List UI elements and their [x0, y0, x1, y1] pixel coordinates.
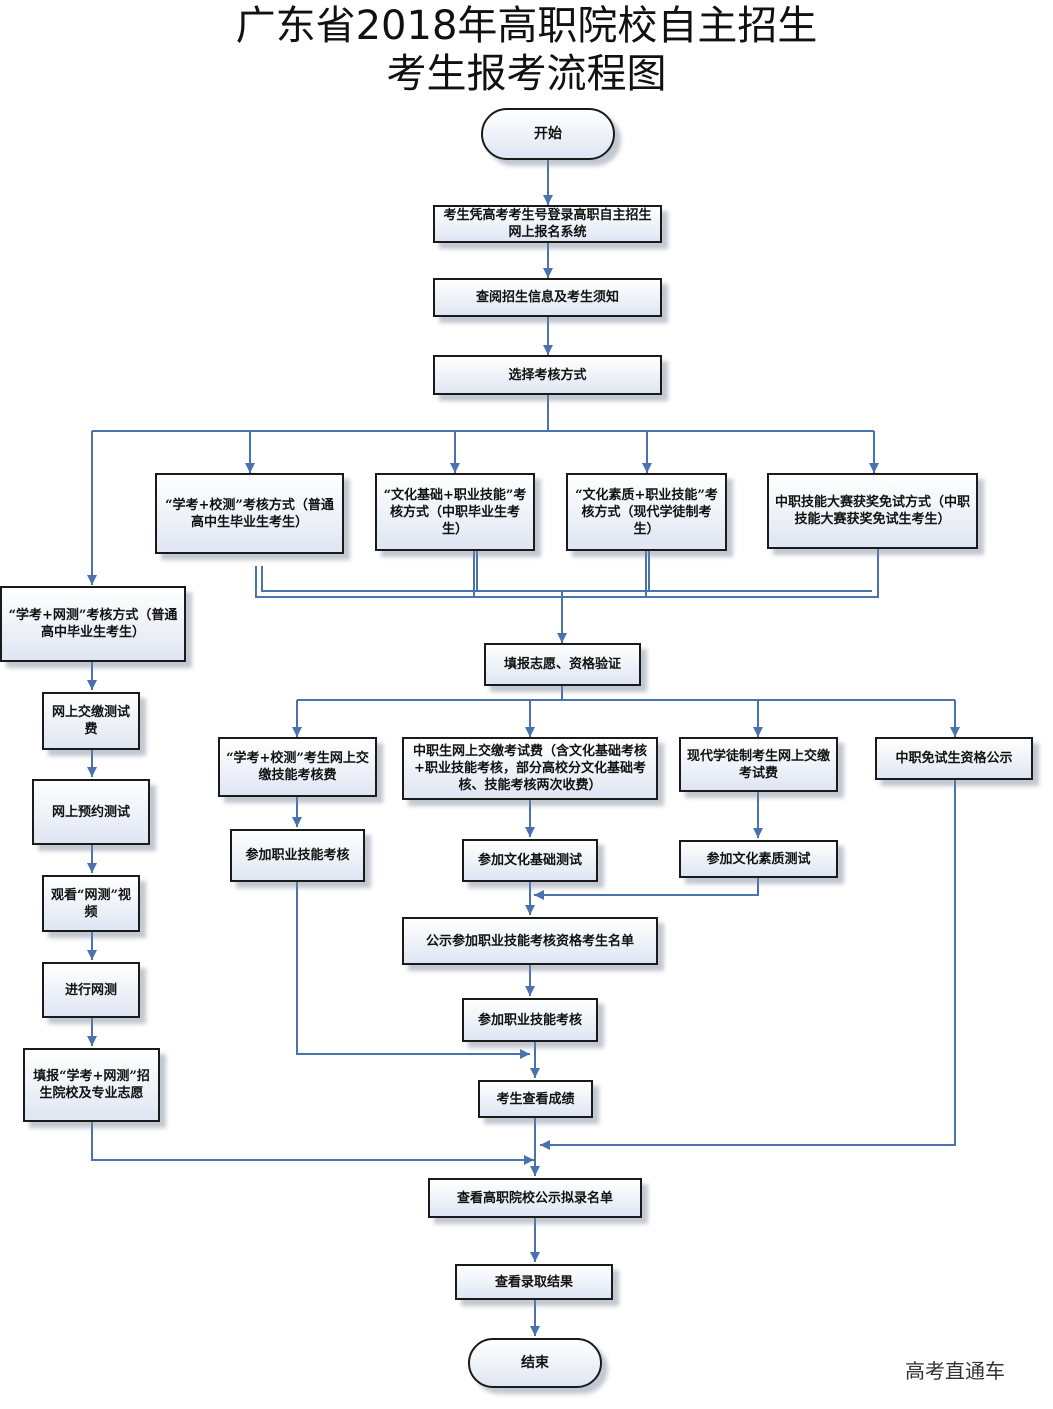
- wc-apply-node: 填报“学考+网测”招生院校及专业志愿: [23, 1048, 160, 1122]
- join-quality-node: 参加文化素质测试: [679, 840, 838, 878]
- wc-test-node: 进行网测: [42, 962, 140, 1018]
- watermark-text: 高考直通车: [905, 1359, 1005, 1383]
- check-result-node: 查看录取结果: [455, 1264, 613, 1300]
- method-culture-skill-node: “文化基础+职业技能”考核方式（中职毕业生考生）: [375, 473, 535, 551]
- pay-skill-node: “学考+校测”考生网上交缴技能考核费: [218, 737, 377, 797]
- read-info-node: 查阅招生信息及考生须知: [433, 278, 662, 317]
- chart-title: 广东省2018年高职院校自主招生 考生报考流程图: [0, 2, 1053, 98]
- notice-list-node: 公示参加职业技能考核资格考生名单: [402, 917, 658, 965]
- pay-zhongzhi-node: 中职生网上交缴考试费（含文化基础考核+职业技能考核，部分高校分文化基础考核、技能…: [402, 737, 658, 800]
- title-line-1: 广东省2018年高职院校自主招生: [235, 3, 818, 49]
- end-node: 结束: [468, 1338, 602, 1388]
- pay-apprentice-node: 现代学徒制考生网上交缴考试费: [679, 737, 838, 792]
- wc-book-node: 网上预约测试: [32, 779, 150, 845]
- fill-apply-node: 填报志愿、资格验证: [484, 643, 641, 686]
- exempt-notice-node: 中职免试生资格公示: [875, 737, 1033, 780]
- wc-pay-node: 网上交缴测试费: [42, 692, 140, 750]
- choose-method-node: 选择考核方式: [433, 355, 662, 395]
- method-exempt-node: 中职技能大赛获奖免试方式（中职技能大赛获奖免试生考生）: [767, 473, 978, 549]
- wc-video-node: 观看“网测”视频: [42, 875, 140, 932]
- join-skill-left-node: 参加职业技能考核: [230, 829, 365, 882]
- method-quality-skill-node: “文化素质+职业技能”考核方式（现代学徒制考生）: [566, 473, 727, 551]
- check-score-node: 考生查看成绩: [478, 1080, 593, 1118]
- join-skill-center-node: 参加职业技能考核: [462, 998, 598, 1042]
- method-xuekao-wangce-node: “学考+网测”考核方式（普通高中毕业生考生）: [0, 586, 186, 662]
- method-xuekao-xiaoce-node: “学考+校测”考核方式（普通高中生毕业生考生）: [155, 473, 344, 554]
- title-line-2: 考生报考流程图: [386, 51, 667, 97]
- start-node: 开始: [481, 108, 615, 160]
- join-culture-node: 参加文化基础测试: [462, 839, 598, 882]
- login-node: 考生凭高考考生号登录高职自主招生网上报名系统: [433, 205, 662, 243]
- check-admit-list-node: 查看高职院校公示拟录名单: [428, 1178, 642, 1218]
